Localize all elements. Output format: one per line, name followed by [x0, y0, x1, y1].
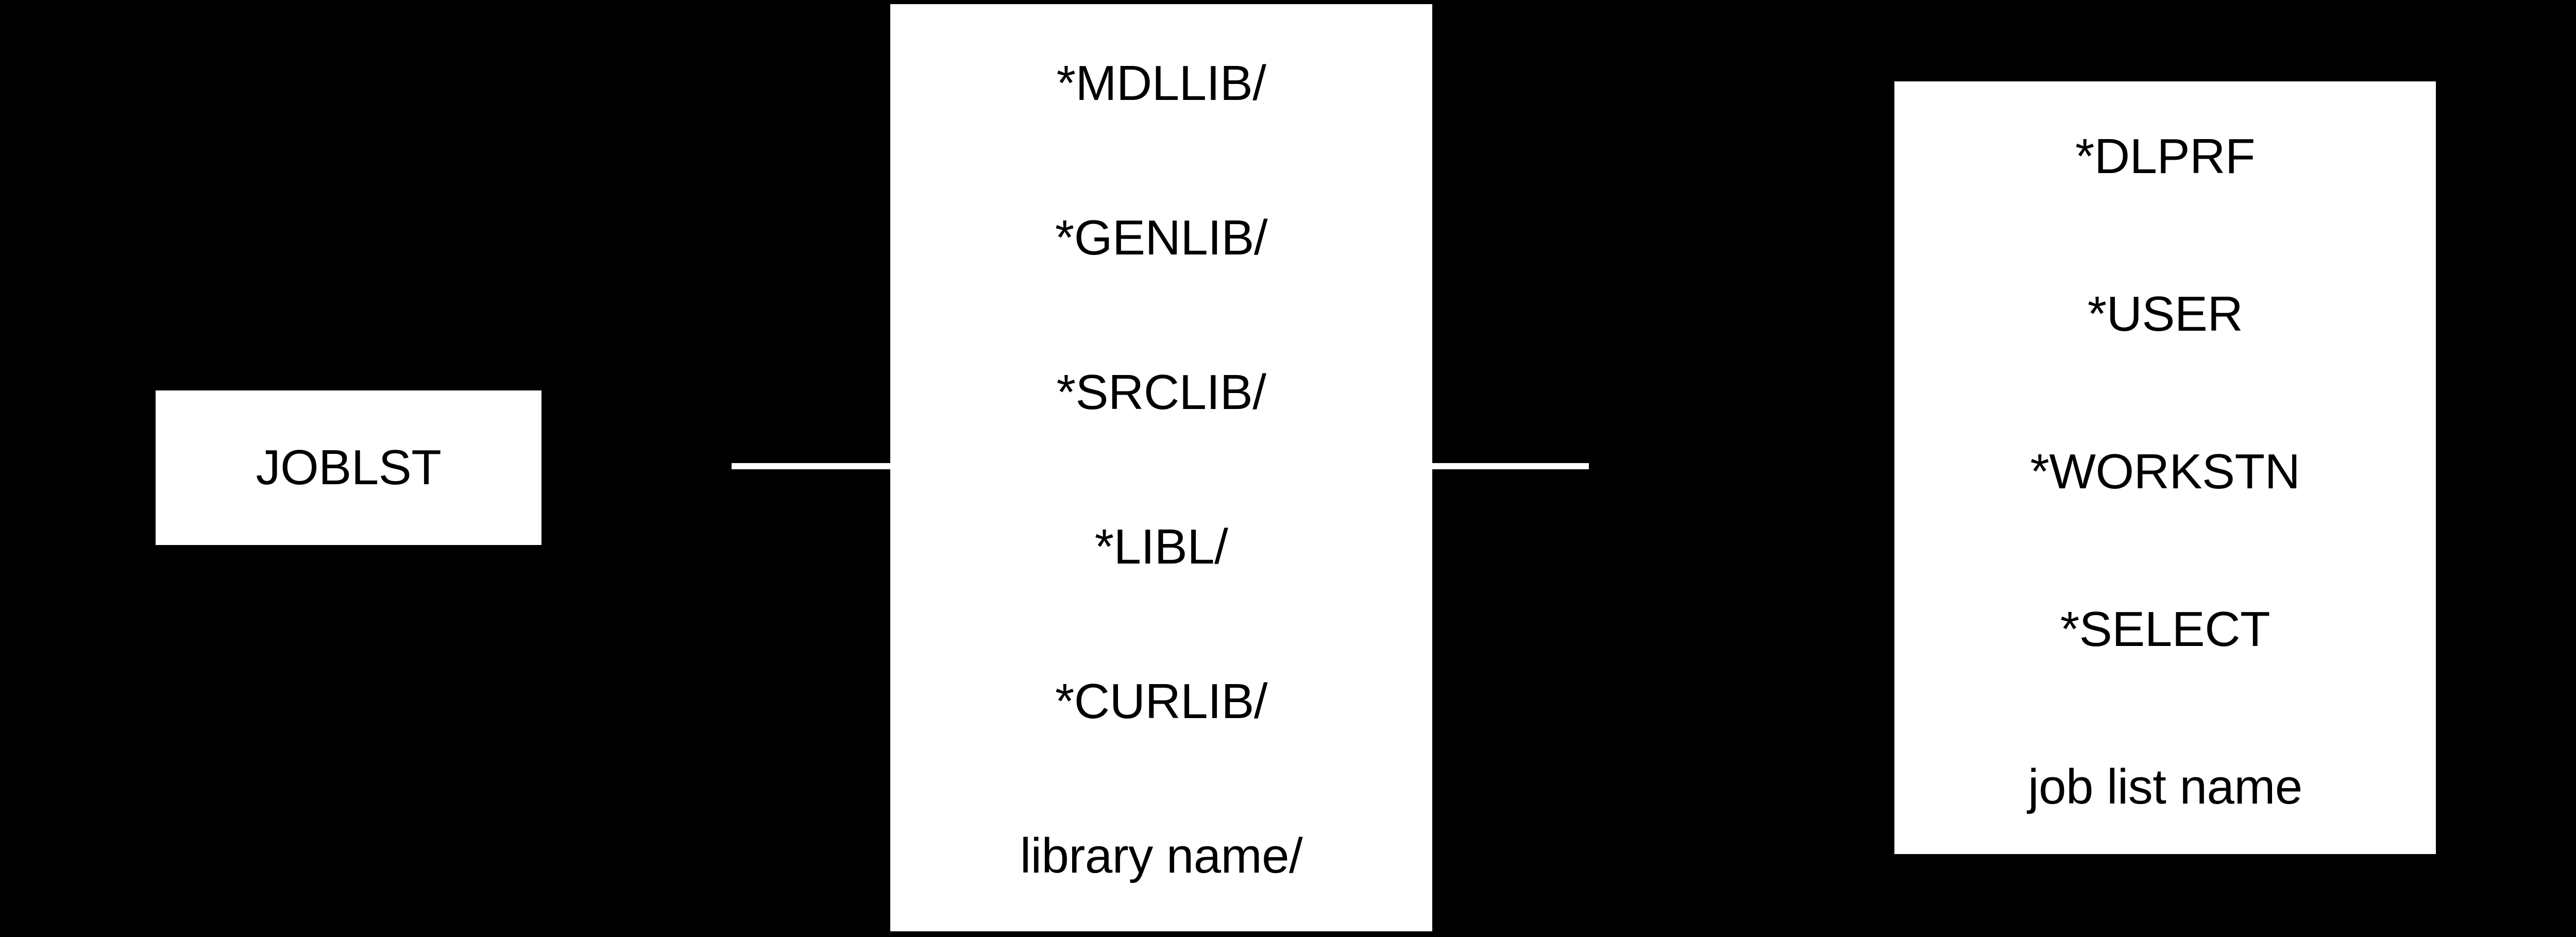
library-option-genlib: *GENLIB/ — [1055, 210, 1268, 265]
library-option-curlib: *CURLIB/ — [1055, 674, 1268, 729]
value-option-dlprf: *DLPRF — [2075, 129, 2256, 184]
syntax-box-joblist-values: *DLPRF *USER *WORKSTN *SELECT job list n… — [1894, 81, 2436, 854]
connector-line-library-to-value — [1432, 463, 1589, 469]
connector-line-keyword-to-library — [732, 463, 891, 469]
value-option-select: *SELECT — [2060, 602, 2270, 657]
library-option-libl: *LIBL/ — [1094, 519, 1228, 574]
library-option-library-name: library name/ — [1020, 828, 1303, 883]
syntax-box-library-qualifiers: *MDLLIB/ *GENLIB/ *SRCLIB/ *LIBL/ *CURLI… — [890, 4, 1432, 931]
library-option-srclib: *SRCLIB/ — [1056, 365, 1266, 420]
value-option-user: *USER — [2087, 286, 2243, 342]
value-option-workstn: *WORKSTN — [2030, 444, 2301, 499]
value-option-job-list-name: job list name — [2028, 759, 2302, 814]
keyword-label-joblst: JOBLST — [256, 440, 442, 495]
syntax-box-joblst-keyword: JOBLST — [156, 390, 541, 545]
library-option-mdllib: *MDLLIB/ — [1056, 56, 1266, 111]
